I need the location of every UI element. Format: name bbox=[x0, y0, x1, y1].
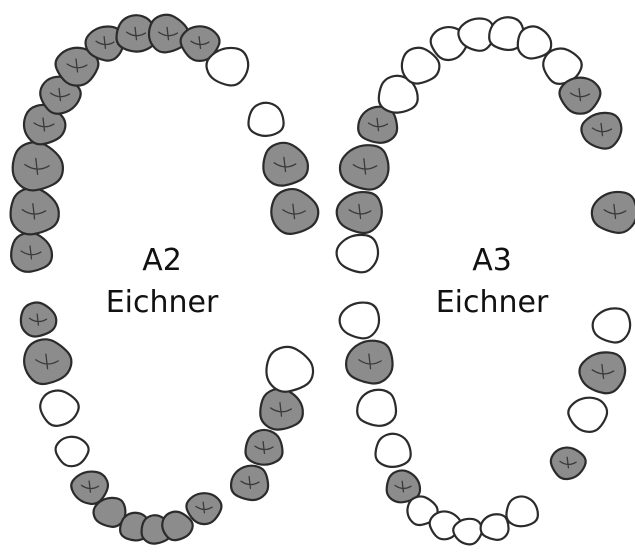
a3-lower-tooth-4-missing bbox=[375, 434, 410, 467]
a3-upper-tooth-6-missing bbox=[402, 48, 440, 84]
system-label-a3: Eichner bbox=[436, 285, 549, 320]
a3-upper-tooth-10-missing bbox=[518, 26, 551, 58]
arch-group-a3: A3 Eichner bbox=[337, 17, 635, 544]
a3-upper-tooth-14-present bbox=[592, 192, 635, 233]
system-label-a2: Eichner bbox=[106, 285, 219, 320]
a2-upper-tooth-11-missing bbox=[206, 48, 248, 86]
a2-lower-tooth-1-present bbox=[21, 303, 56, 337]
teeth-a2 bbox=[11, 15, 319, 544]
a3-lower-tooth-12-missing bbox=[568, 398, 607, 432]
a3-lower-tooth-1-missing bbox=[340, 303, 379, 339]
a3-lower-tooth-10-missing bbox=[506, 496, 538, 526]
a2-lower-tooth-4-missing bbox=[56, 437, 89, 466]
a2-upper-tooth-1-present bbox=[11, 233, 52, 272]
a2-upper-tooth-13-present bbox=[263, 143, 308, 186]
a3-lower-tooth-9-missing bbox=[481, 514, 509, 540]
a2-lower-tooth-13-present bbox=[260, 389, 303, 430]
a2-lower-tooth-3-missing bbox=[40, 390, 79, 425]
a3-lower-tooth-14-missing bbox=[593, 308, 631, 342]
a3-lower-tooth-8-missing bbox=[453, 519, 482, 545]
a2-upper-tooth-3-present bbox=[13, 142, 63, 190]
teeth-a3 bbox=[337, 17, 635, 544]
a3-lower-tooth-3-missing bbox=[357, 390, 396, 426]
a2-upper-tooth-2-present bbox=[11, 188, 59, 234]
arch-group-a2: A2 Eichner bbox=[11, 15, 319, 544]
a3-upper-tooth-1-missing bbox=[337, 235, 378, 272]
a2-lower-tooth-2-present bbox=[24, 339, 71, 384]
a2-upper-tooth-14-present bbox=[271, 189, 318, 234]
class-label-a3: A3 bbox=[472, 243, 512, 278]
a2-lower-tooth-9-present bbox=[162, 512, 192, 541]
class-label-a2: A2 bbox=[142, 243, 182, 278]
a2-upper-tooth-12-missing bbox=[248, 103, 283, 136]
a2-lower-tooth-14-missing bbox=[266, 347, 313, 392]
